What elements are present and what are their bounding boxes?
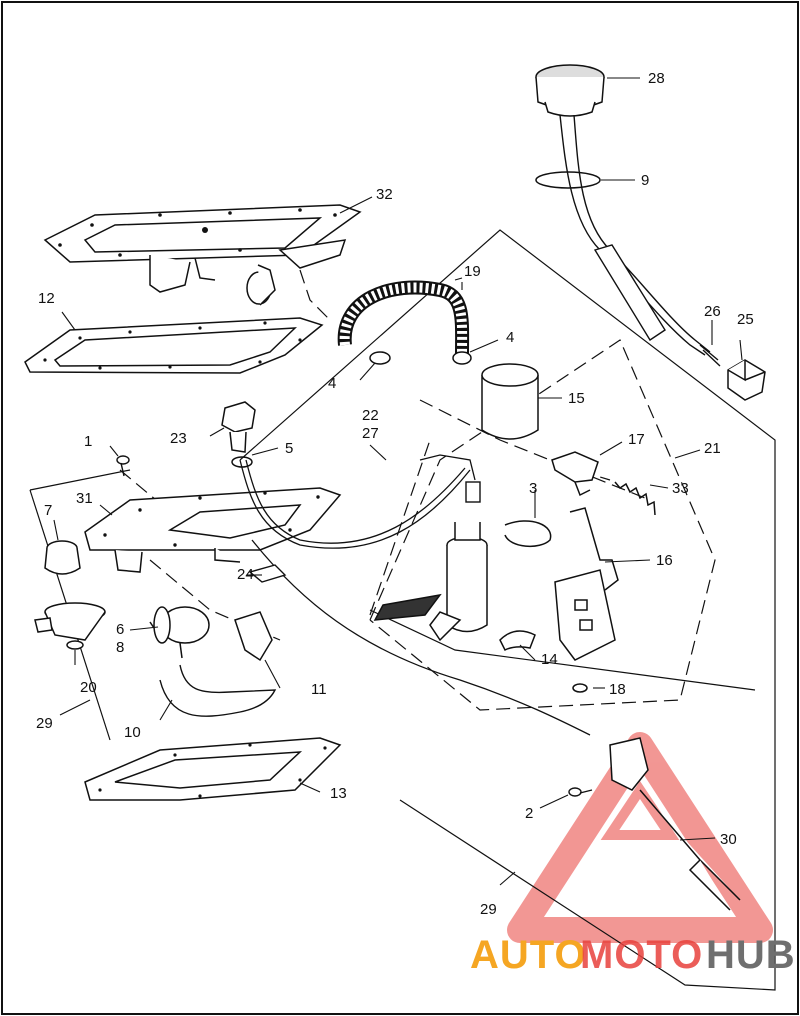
callout-33: 33 bbox=[672, 480, 689, 497]
part-12-gasket bbox=[24, 317, 324, 374]
part-15-filter-sleeve bbox=[481, 363, 539, 440]
dashed-outlines bbox=[119, 269, 716, 711]
callout-15: 15 bbox=[568, 390, 585, 407]
part-16-sender bbox=[554, 507, 619, 661]
callout-9: 9 bbox=[641, 172, 649, 189]
callout-2: 2 bbox=[525, 805, 533, 822]
callout-4-right: 4 bbox=[506, 329, 514, 346]
callout-6: 6 bbox=[116, 621, 124, 638]
watermark-part-auto: AUTO bbox=[470, 933, 587, 977]
callout-25: 25 bbox=[737, 311, 754, 328]
callout-30: 30 bbox=[720, 831, 737, 848]
callout-11: 11 bbox=[311, 681, 327, 698]
part-3-strap bbox=[504, 520, 552, 547]
callout-22: 22 bbox=[362, 407, 379, 424]
callout-26: 26 bbox=[704, 303, 721, 320]
part-19-fuel-hose bbox=[337, 280, 470, 356]
callout-1: 1 bbox=[84, 433, 92, 450]
callout-5: 5 bbox=[285, 440, 293, 457]
part-14-retainer bbox=[499, 630, 536, 652]
callout-10: 10 bbox=[124, 724, 141, 741]
leader-lines bbox=[53, 77, 743, 886]
callout-12: 12 bbox=[38, 290, 55, 307]
part-20-housing bbox=[34, 602, 106, 650]
part-31-holes bbox=[103, 491, 320, 547]
watermark-logo: AUTO MOTO HUB bbox=[470, 933, 796, 977]
part-23-connector bbox=[221, 401, 256, 453]
callout-13: 13 bbox=[330, 785, 347, 802]
watermark-part-moto: MOTO bbox=[580, 933, 703, 977]
callout-4-left: 4 bbox=[328, 375, 336, 392]
part-connector-small bbox=[465, 481, 481, 503]
callout-labels: 28 9 32 19 12 26 25 4 4 15 22 27 23 1 5 … bbox=[36, 70, 754, 918]
callout-8: 8 bbox=[116, 639, 124, 656]
part-11-bracket bbox=[234, 611, 273, 662]
callout-27: 27 bbox=[362, 425, 379, 442]
callout-16: 16 bbox=[656, 552, 673, 569]
part-4-clamps bbox=[369, 351, 472, 365]
part-33-spring bbox=[614, 481, 656, 516]
part-6-canister bbox=[149, 606, 210, 659]
part-1-screw bbox=[116, 455, 130, 477]
part-22-27-wiring bbox=[239, 454, 591, 736]
callout-20: 20 bbox=[80, 679, 97, 696]
callout-19: 19 bbox=[464, 263, 481, 280]
callout-29-left: 29 bbox=[36, 715, 53, 732]
pump-assembly bbox=[373, 522, 488, 642]
part-18-nut bbox=[572, 683, 588, 693]
part-12-holes bbox=[43, 321, 302, 370]
callout-14: 14 bbox=[541, 651, 558, 668]
callout-29-right: 29 bbox=[480, 901, 497, 918]
callout-24: 24 bbox=[237, 566, 254, 583]
callout-28: 28 bbox=[648, 70, 665, 87]
part-32-holes bbox=[58, 208, 337, 257]
part-25-connector bbox=[727, 359, 766, 401]
part-24-clip bbox=[248, 564, 287, 583]
callout-3: 3 bbox=[529, 480, 537, 497]
watermark-triangle bbox=[507, 732, 773, 943]
callout-21: 21 bbox=[704, 440, 721, 457]
part-30-float-arm bbox=[609, 737, 741, 911]
part-28-connector-cap bbox=[535, 64, 605, 117]
callout-7: 7 bbox=[44, 502, 52, 519]
part-17-bracket bbox=[551, 451, 599, 497]
part-13-holes bbox=[98, 743, 327, 798]
part-2-screw bbox=[568, 787, 593, 797]
callout-23: 23 bbox=[170, 430, 187, 447]
part-32-top-plate bbox=[43, 204, 362, 306]
callout-31: 31 bbox=[76, 490, 93, 507]
part-7-regulator bbox=[44, 540, 81, 575]
callout-32: 32 bbox=[376, 186, 393, 203]
watermark-part-hub: HUB bbox=[706, 933, 796, 977]
part-31-mount-plate bbox=[84, 487, 342, 573]
callout-18: 18 bbox=[609, 681, 626, 698]
callout-17: 17 bbox=[628, 431, 645, 448]
part-10-wire bbox=[159, 664, 277, 717]
part-13-gasket bbox=[84, 737, 342, 801]
part-26-wire-harness bbox=[559, 114, 721, 367]
